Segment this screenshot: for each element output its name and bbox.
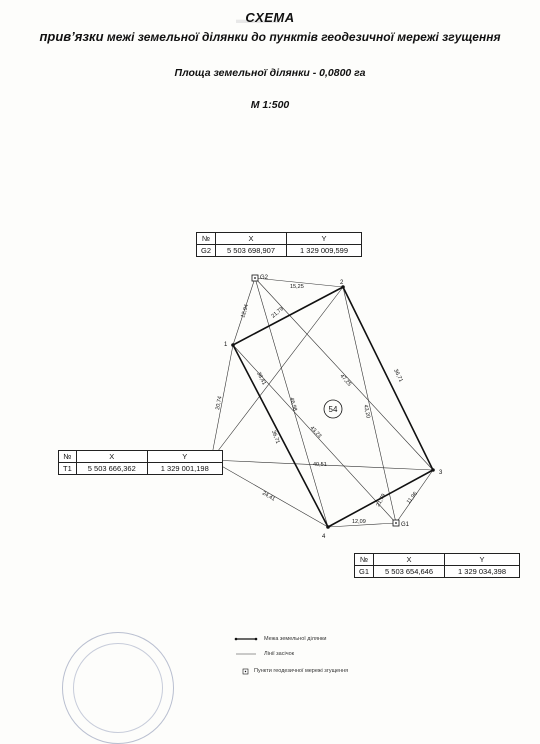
scale-label: М 1:500: [250, 99, 290, 111]
document-subtitle: прив’язки межі земельної ділянки до пунк…: [0, 29, 540, 44]
label-point-3: 3: [439, 470, 443, 476]
vertex-1: [231, 343, 235, 347]
vertex-2: [341, 285, 345, 289]
dist-g2-3: 38,41: [255, 371, 267, 386]
table-header-cell: X: [75, 450, 148, 463]
vertex-3: [431, 468, 435, 472]
legend-survey-line: Лінії засічок: [264, 651, 295, 657]
line-g2-3: [254, 277, 434, 471]
boundary-vertices: [231, 285, 435, 529]
dist-t1-3: 40,51: [313, 462, 327, 468]
survey-diagram: 1 2 3 4 G2 T1 G1 54 15,25 12,94 21,79 36…: [207, 274, 443, 675]
dist-g1-1b: 21,79: [375, 493, 387, 508]
geodetic-point-g2-icon: [251, 274, 259, 282]
parcel-number-circle: [323, 399, 343, 419]
table-cell: 1 329 001,198: [146, 462, 223, 475]
table-cell: 5 503 698,907: [215, 244, 288, 257]
table-cell: G1: [353, 565, 375, 578]
table-header-row: № X Y: [353, 553, 521, 566]
vertex-4: [326, 525, 330, 529]
table-header-row: № X Y: [58, 450, 223, 463]
table-header-cell: №: [353, 553, 375, 566]
coords-table-t1: № X Y T1 5 503 666,362 1 329 001,198: [58, 450, 223, 475]
line-g1-4: [327, 522, 397, 528]
line-t1-3: [210, 459, 434, 471]
geodetic-point-g1-icon: [392, 519, 400, 527]
table-header-cell: X: [215, 232, 288, 245]
dist-p1-4: 36,71: [270, 430, 280, 445]
dist-g2-2: 15,25: [290, 284, 304, 290]
line-g1-3: [395, 469, 434, 524]
survey-lines: [210, 277, 434, 528]
table-cell: 1 329 009,599: [286, 244, 363, 257]
dist-g2-1: 12,94: [240, 304, 250, 319]
legend-symbols: [234, 637, 258, 675]
table-cell: 5 503 654,646: [373, 565, 446, 578]
line-g1-2: [342, 286, 397, 524]
table-cell: T1: [58, 462, 77, 475]
table-header-cell: №: [195, 232, 217, 245]
dist-g2-4: 46,98: [288, 397, 298, 412]
area-label: Площа земельної ділянки - 0,0800 га: [174, 67, 366, 79]
dist-g1-4: 12,09: [352, 519, 366, 525]
line-g2-4: [254, 277, 329, 528]
label-g2: G2: [260, 275, 269, 281]
dist-t1-4: 24,41: [261, 491, 276, 503]
label-point-2: 2: [340, 280, 344, 286]
table-cell: 5 503 666,362: [75, 462, 148, 475]
parcel-number: 54: [329, 405, 338, 414]
table-row: G2 5 503 698,907 1 329 009,599: [195, 244, 363, 257]
table-header-cell: Y: [146, 450, 223, 463]
line-t1-4: [210, 459, 329, 528]
table-cell: 1 329 034,398: [444, 565, 521, 578]
dist-p2-t1: 47,25: [339, 373, 353, 387]
table-header-cell: Y: [286, 232, 363, 245]
dist-g1-2: 43,20: [362, 404, 371, 419]
line-g1-1: [232, 344, 397, 524]
label-point-4: 4: [322, 534, 326, 540]
subtitle-bold: прив’язки: [39, 29, 104, 44]
stamp-seal: [62, 632, 174, 744]
dist-p2-3: 36,71: [392, 368, 403, 383]
geodetic-points: [207, 274, 400, 527]
dist-g1-1: 43,23: [309, 425, 323, 439]
subtitle-rest: межі земельної ділянки до пунктів геодез…: [106, 30, 501, 44]
dist-t1-1: 20,74: [215, 396, 223, 411]
legend-boundary: Межа земельної ділянки: [264, 636, 327, 642]
line-t1-2: [210, 286, 344, 461]
table-header-cell: X: [373, 553, 446, 566]
table-row: T1 5 503 666,362 1 329 001,198: [58, 462, 223, 475]
table-cell: G2: [195, 244, 217, 257]
table-header-row: № X Y: [195, 232, 363, 245]
line-t1-1: [210, 344, 234, 461]
coords-table-g2: № X Y G2 5 503 698,907 1 329 009,599: [195, 232, 363, 257]
label-g1: G1: [401, 522, 410, 528]
line-g2-2: [254, 277, 344, 288]
table-header-cell: №: [58, 450, 77, 463]
coords-table-g1: № X Y G1 5 503 654,646 1 329 034,398: [353, 553, 521, 578]
line-g2-1: [232, 277, 256, 346]
label-point-1: 1: [224, 342, 228, 348]
document-title: СХЕМА: [245, 10, 295, 25]
table-row: G1 5 503 654,646 1 329 034,398: [353, 565, 521, 578]
legend-geodetic-point: Пункти геодезичної мережі згущення: [254, 668, 349, 674]
table-header-cell: Y: [444, 553, 521, 566]
